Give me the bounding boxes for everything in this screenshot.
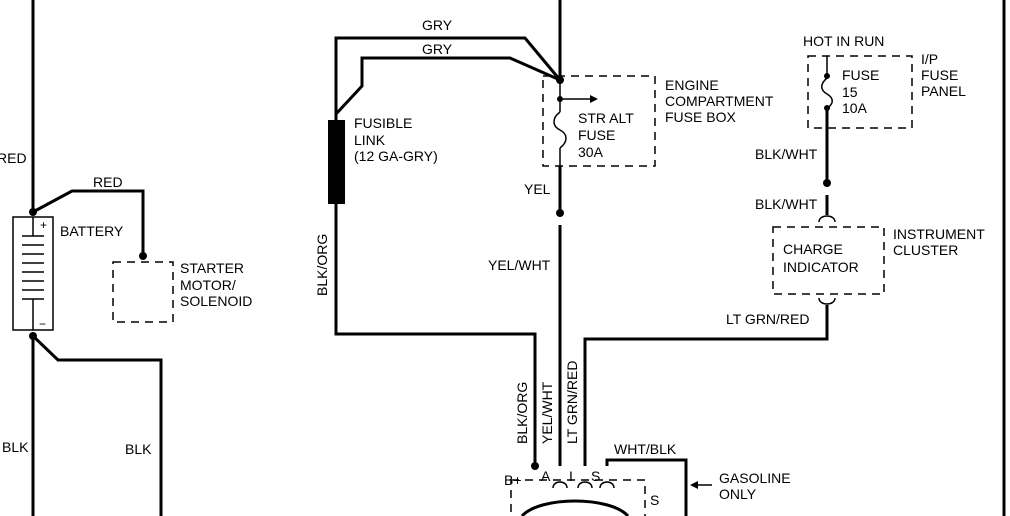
terminal-i-label: I	[569, 468, 573, 484]
cluster-connector-top	[818, 215, 836, 223]
hot-in-run-label: HOT IN RUN	[803, 33, 884, 49]
engine-fuse-box	[542, 75, 656, 167]
battery-minus-sign: −	[39, 317, 46, 331]
blk-org-vertical-label: BLK/ORG	[314, 234, 330, 296]
str-alt-fuse-label-line2: FUSE	[578, 127, 615, 143]
gry-label-2: GRY	[422, 41, 453, 57]
terminal-bplus-label: B+	[504, 472, 522, 488]
alt-lt-grn-red-label: LT GRN/RED	[564, 361, 580, 445]
lt-grn-red-wire	[583, 305, 829, 466]
red-left-label: RED	[0, 150, 27, 166]
fusible-link-label-line3: (12 GA-GRY)	[354, 148, 438, 164]
blk-wht-label-2: BLK/WHT	[755, 196, 818, 212]
terminal-s-box-label: S	[650, 492, 659, 508]
lt-grn-red-label: LT GRN/RED	[726, 311, 810, 327]
connector-blk-wht	[823, 179, 831, 187]
yel-label: YEL	[524, 181, 551, 197]
terminal-s-label: S	[591, 468, 600, 484]
gry-wire-inner	[334, 56, 561, 116]
ip-fuse-panel-label-line2: FUSE	[921, 67, 958, 83]
terminal-a-label: A	[541, 468, 551, 484]
battery-plus-sign: +	[40, 218, 47, 232]
fuse-15-label-line3: 10A	[842, 100, 868, 116]
instrument-cluster-box	[772, 226, 885, 295]
connector-i	[577, 481, 593, 489]
junction-battery-plus	[29, 208, 37, 216]
blk-left-label: BLK	[2, 439, 29, 455]
fusible-link-body	[328, 120, 345, 204]
ip-fuse-panel-label-line3: PANEL	[921, 83, 966, 99]
connector-a	[552, 481, 568, 489]
junction-bus	[557, 96, 563, 102]
starter-motor-box	[112, 261, 174, 323]
str-alt-fuse-label-line1: STR ALT	[578, 110, 634, 126]
fuse-15-label-line2: 15	[842, 84, 858, 100]
gasoline-only-line1: GASOLINE	[719, 470, 791, 486]
charge-indicator-label-line1: CHARGE	[783, 241, 843, 257]
battery-label: BATTERY	[60, 223, 124, 239]
gry-label-1: GRY	[422, 17, 453, 33]
ip-fuse-panel-label-line1: I/P	[921, 51, 938, 67]
fusible-link-label-line2: LINK	[354, 132, 386, 148]
yel-wht-label: YEL/WHT	[488, 257, 551, 273]
connector-s	[599, 481, 615, 489]
gasoline-only-line2: ONLY	[719, 486, 757, 502]
gry-wire-outer	[334, 36, 562, 118]
instrument-cluster-label-line1: INSTRUMENT	[893, 226, 985, 242]
fuse-15-symbol	[821, 77, 833, 109]
fusible-link-label-line1: FUSIBLE	[354, 115, 412, 131]
fuse-15-label-line1: FUSE	[842, 67, 879, 83]
blk-wht-label-1: BLK/WHT	[755, 146, 818, 162]
battery-symbol	[12, 216, 54, 331]
bus-arrow-head	[590, 95, 598, 103]
cluster-connector-bottom	[818, 297, 836, 305]
alt-blk-org-label: BLK/ORG	[514, 382, 530, 444]
junction-starter	[139, 252, 147, 260]
wht-blk-wire	[605, 458, 688, 516]
alternator-box	[510, 479, 646, 516]
instrument-cluster-label-line2: CLUSTER	[893, 242, 958, 258]
red-starter-wire	[32, 189, 145, 256]
starter-label-line2: MOTOR/	[180, 277, 236, 293]
str-alt-fuse-label-line3: 30A	[578, 144, 604, 160]
engine-fuse-box-label-line1: ENGINE	[665, 77, 719, 93]
blk-org-wire	[334, 204, 537, 466]
charge-indicator-label-line2: INDICATOR	[783, 259, 859, 275]
alt-yel-wht-label: YEL/WHT	[539, 381, 555, 444]
engine-fuse-box-label-line2: COMPARTMENT	[665, 93, 774, 109]
wht-blk-label: WHT/BLK	[614, 441, 677, 457]
starter-label-line1: STARTER	[180, 260, 244, 276]
starter-label-line3: SOLENOID	[180, 293, 252, 309]
terminal-bplus-dot	[531, 462, 539, 470]
ip-fuse-top-terminal	[824, 73, 830, 79]
engine-fuse-box-label-line3: FUSE BOX	[665, 109, 736, 125]
str-alt-fuse-symbol	[553, 111, 567, 149]
blk-engine-ground-wire	[31, 334, 163, 516]
gasoline-arrow-head	[690, 481, 698, 489]
blk-label: BLK	[125, 441, 152, 457]
connector-yel	[556, 209, 564, 217]
ip-fuse-panel-box	[807, 55, 913, 129]
red-starter-label: RED	[93, 174, 123, 190]
alternator-housing-arc	[520, 499, 630, 516]
